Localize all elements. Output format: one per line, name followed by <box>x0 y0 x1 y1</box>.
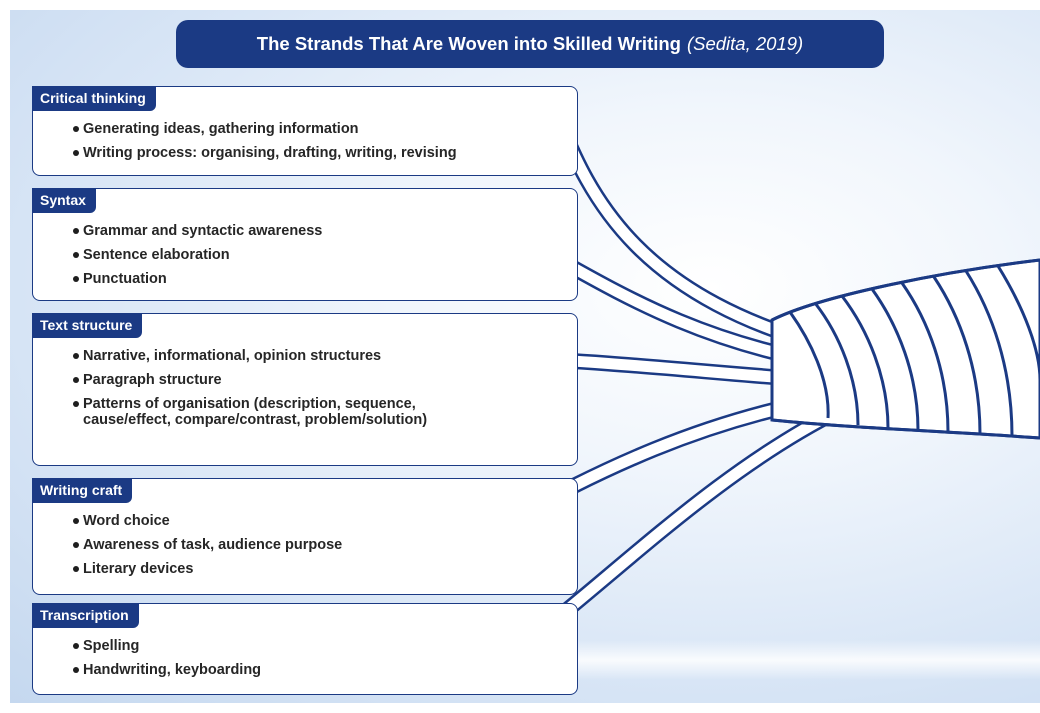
strand-items: Generating ideas, gathering information … <box>73 121 569 169</box>
strand-label: Writing craft <box>32 478 133 503</box>
strand-box-critical-thinking: Critical thinking Generating ideas, gath… <box>32 86 578 176</box>
floor-highlight <box>570 640 1040 680</box>
strand-item: Word choice <box>73 513 569 529</box>
strand-item: Paragraph structure <box>73 372 569 388</box>
strand-item: Handwriting, keyboarding <box>73 662 569 678</box>
diagram-title: The Strands That Are Woven into Skilled … <box>176 20 884 68</box>
strand-item: Writing process: organising, drafting, w… <box>73 145 569 161</box>
strand-label: Critical thinking <box>32 86 156 111</box>
strand-item: Punctuation <box>73 271 569 287</box>
strand-items: Narrative, informational, opinion struct… <box>73 348 569 436</box>
strand-label: Syntax <box>32 188 96 213</box>
strand-box-transcription: Transcription Spelling Handwriting, keyb… <box>32 603 578 695</box>
strand-item: Grammar and syntactic awareness <box>73 223 569 239</box>
title-text: The Strands That Are Woven into Skilled … <box>256 33 681 54</box>
strand-item: Narrative, informational, opinion struct… <box>73 348 569 364</box>
strand-items: Spelling Handwriting, keyboarding <box>73 638 569 686</box>
strand-box-syntax: Syntax Grammar and syntactic awareness S… <box>32 188 578 301</box>
strand-item: Awareness of task, audience purpose <box>73 537 569 553</box>
strand-item: Patterns of organisation (description, s… <box>73 396 463 428</box>
strand-item: Spelling <box>73 638 569 654</box>
strand-items: Word choice Awareness of task, audience … <box>73 513 569 585</box>
strand-items: Grammar and syntactic awareness Sentence… <box>73 223 569 295</box>
twisted-rope <box>770 258 1040 440</box>
strand-item: Generating ideas, gathering information <box>73 121 569 137</box>
title-citation: (Sedita, 2019) <box>686 33 804 54</box>
strand-box-writing-craft: Writing craft Word choice Awareness of t… <box>32 478 578 595</box>
strand-item: Literary devices <box>73 561 569 577</box>
strand-item: Sentence elaboration <box>73 247 569 263</box>
strand-label: Transcription <box>32 603 139 628</box>
strand-box-text-structure: Text structure Narrative, informational,… <box>32 313 578 466</box>
strand-label: Text structure <box>32 313 143 338</box>
